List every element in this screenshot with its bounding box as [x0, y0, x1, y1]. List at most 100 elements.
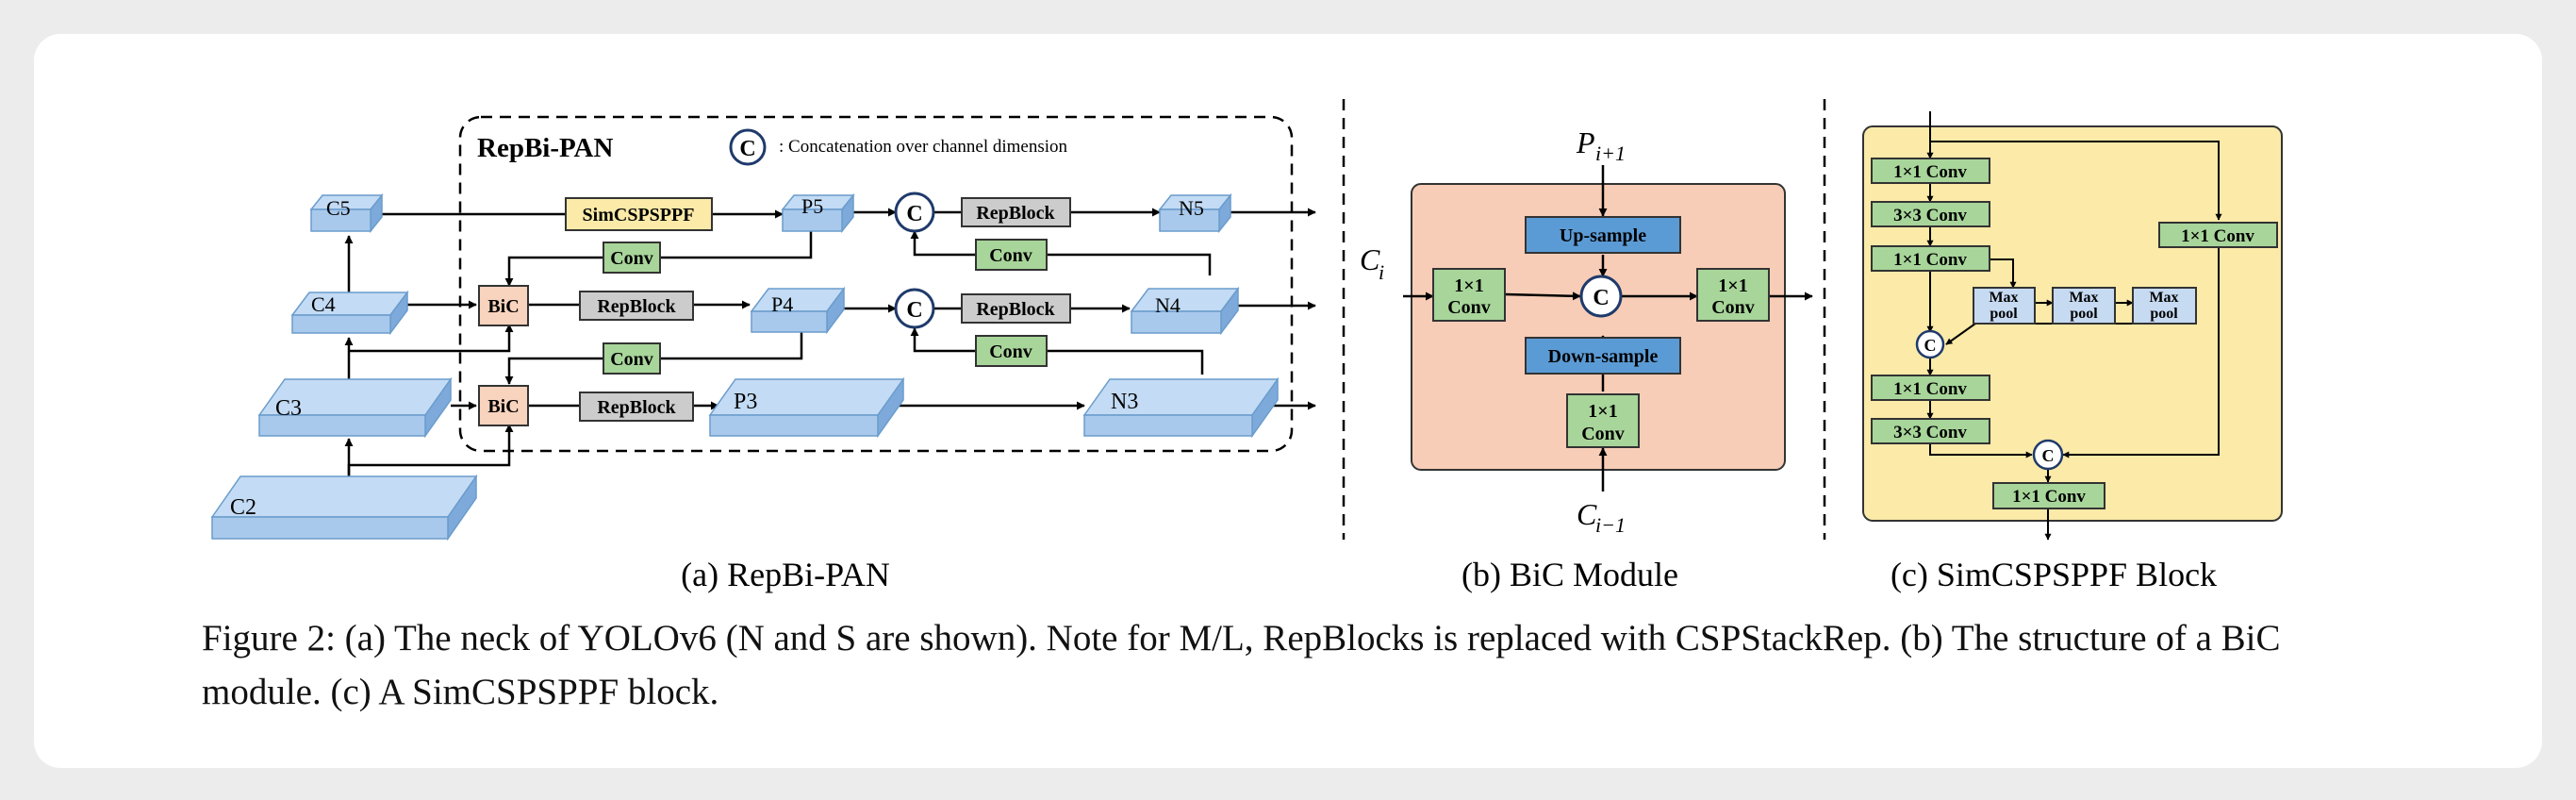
feature-map-c5: C5: [309, 192, 384, 234]
conv3-label: 3×3 Conv: [1893, 206, 1967, 225]
conv-label: Conv: [610, 349, 653, 370]
downsample-label: Down-sample: [1548, 346, 1659, 367]
concat-legend-icon: [729, 128, 767, 166]
concat-node-mid: C: [894, 288, 935, 329]
repbi-pan-title: RepBi-PAN: [477, 133, 614, 163]
feature-map-c3: C3: [257, 376, 453, 439]
bic-label: BiC: [487, 296, 519, 317]
panel-a-repbi-pan: RepBi-PAN C : Concatenation over channel…: [210, 115, 1316, 542]
input-left-label: C: [1360, 242, 1380, 276]
repblock-block-4: RepBlock: [961, 293, 1071, 324]
conv-1x1-top: 1×1 Conv: [1871, 158, 1990, 184]
conv-1x1-left: 1×1 Conv: [1432, 268, 1506, 322]
maxpool-1: Max pool: [1973, 287, 2036, 325]
concat-node-bic: C: [1579, 275, 1623, 318]
repblock-label: RepBlock: [597, 296, 676, 317]
label-n4: N4: [1155, 293, 1181, 317]
conv-1x1-third: 1×1 Conv: [1871, 375, 1990, 401]
label-n3: N3: [1111, 390, 1138, 414]
panel-c-label: (c) SimCSPSPPF Block: [1891, 556, 2217, 593]
conv-size-label: 1×1: [1718, 275, 1747, 296]
feature-map-p3: P3: [708, 376, 905, 439]
label-c2: C2: [230, 495, 256, 520]
concat-node-sppf-1: C: [1915, 329, 1945, 359]
maxpool-2: Max pool: [2052, 287, 2116, 325]
concat-symbol: C: [906, 202, 922, 226]
conv-block-4: Conv: [975, 335, 1048, 367]
feature-maps: C2 C3 C4 C5: [210, 192, 1280, 542]
conv-label: Conv: [989, 342, 1032, 362]
concat-node-top: C: [894, 192, 935, 233]
label-c4: C4: [311, 292, 336, 316]
bic-label: BiC: [487, 396, 519, 417]
conv-1x1-shortcut: 1×1 Conv: [2158, 222, 2278, 248]
figure-caption: Figure 2: (a) The neck of YOLOv6 (N and …: [202, 618, 2281, 712]
repblock-label: RepBlock: [597, 397, 676, 418]
conv1-label: 1×1 Conv: [2012, 487, 2086, 507]
maxpool-3: Max pool: [2132, 287, 2197, 325]
conv-1x1-output: 1×1 Conv: [1992, 482, 2105, 509]
conv-name-label: Conv: [1447, 297, 1491, 318]
bic-module-background: [1411, 183, 1786, 471]
conv-name-label: Conv: [1711, 297, 1755, 318]
label-c3: C3: [275, 396, 302, 421]
repblock-label: RepBlock: [976, 299, 1055, 320]
label-p3: P3: [734, 390, 757, 414]
concat-legend-symbol: C: [739, 137, 755, 161]
conv-3x3-bottom: 3×3 Conv: [1871, 418, 1990, 444]
concat-symbol: C: [906, 298, 922, 323]
simcspsppf-label: SimCSPSPPF: [583, 205, 695, 225]
panel-c-simcspsppf-block: 1×1 Conv 3×3 Conv 1×1 Conv 1×1 Conv Max …: [1862, 111, 2283, 541]
conv3-label: 3×3 Conv: [1893, 423, 1967, 442]
bic-block-p3: BiC: [478, 385, 529, 426]
feature-map-n4: N4: [1130, 286, 1240, 336]
feature-map-n5: N5: [1158, 192, 1232, 234]
upsample-block: Up-sample: [1525, 216, 1681, 254]
conv1-label: 1×1 Conv: [2181, 226, 2254, 246]
concat-legend-text: : Concatenation over channel dimension: [779, 137, 1068, 157]
maxpool-label-2: pool: [2150, 306, 2178, 322]
simcspsppf-block: SimCSPSPPF: [565, 197, 713, 231]
concat-legend: C : Concatenation over channel dimension: [729, 128, 1068, 166]
maxpool-label-2: pool: [2070, 306, 2098, 322]
input-top-label: P: [1576, 125, 1595, 159]
label-p4: P4: [771, 292, 793, 316]
feature-map-c2: C2: [210, 474, 478, 542]
panel-a-blocks: SimCSPSPPF Conv BiC RepBlock Conv BiC: [478, 192, 1071, 426]
conv-1x1-bottom: 1×1 Conv: [1566, 393, 1640, 448]
label-p5: P5: [801, 194, 823, 218]
conv-block-2: Conv: [603, 342, 661, 375]
conv-3x3-top: 3×3 Conv: [1871, 201, 1990, 227]
panel-a-label: (a) RepBi-PAN: [681, 556, 890, 593]
conv-name-label: Conv: [1581, 424, 1625, 444]
panel-a-connections: [344, 208, 1316, 495]
conv1-label: 1×1 Conv: [1893, 250, 1967, 270]
feature-map-p5: P5: [781, 192, 855, 234]
conv1-label: 1×1 Conv: [1893, 162, 1967, 182]
input-top-subscript: i+1: [1595, 142, 1626, 165]
concat-symbol: C: [1593, 286, 1609, 310]
concat-symbol: C: [2042, 446, 2055, 465]
conv1-label: 1×1 Conv: [1893, 379, 1967, 399]
repblock-block-1: RepBlock: [579, 291, 694, 321]
conv-block-3: Conv: [975, 239, 1048, 271]
conv-label: Conv: [610, 248, 653, 269]
repbi-pan-boundary: [458, 115, 1294, 453]
conv-1x1-right: 1×1 Conv: [1696, 268, 1770, 322]
maxpool-label-1: Max: [2069, 290, 2098, 306]
label-c5: C5: [326, 196, 351, 220]
input-bottom-label: C: [1577, 497, 1597, 531]
conv-block-1: Conv: [603, 242, 661, 274]
repblock-label: RepBlock: [976, 203, 1055, 224]
feature-map-n3: N3: [1082, 376, 1280, 439]
concat-symbol: C: [1924, 336, 1937, 355]
maxpool-label-1: Max: [2149, 290, 2178, 306]
bic-block-p4: BiC: [478, 285, 529, 326]
feature-map-c4: C4: [290, 290, 409, 336]
upsample-label: Up-sample: [1560, 225, 1646, 246]
panel-b-label: (b) BiC Module: [1461, 556, 1678, 593]
maxpool-label-1: Max: [1989, 290, 2018, 306]
input-bottom-subscript: i−1: [1595, 513, 1626, 537]
repblock-block-2: RepBlock: [579, 392, 694, 422]
